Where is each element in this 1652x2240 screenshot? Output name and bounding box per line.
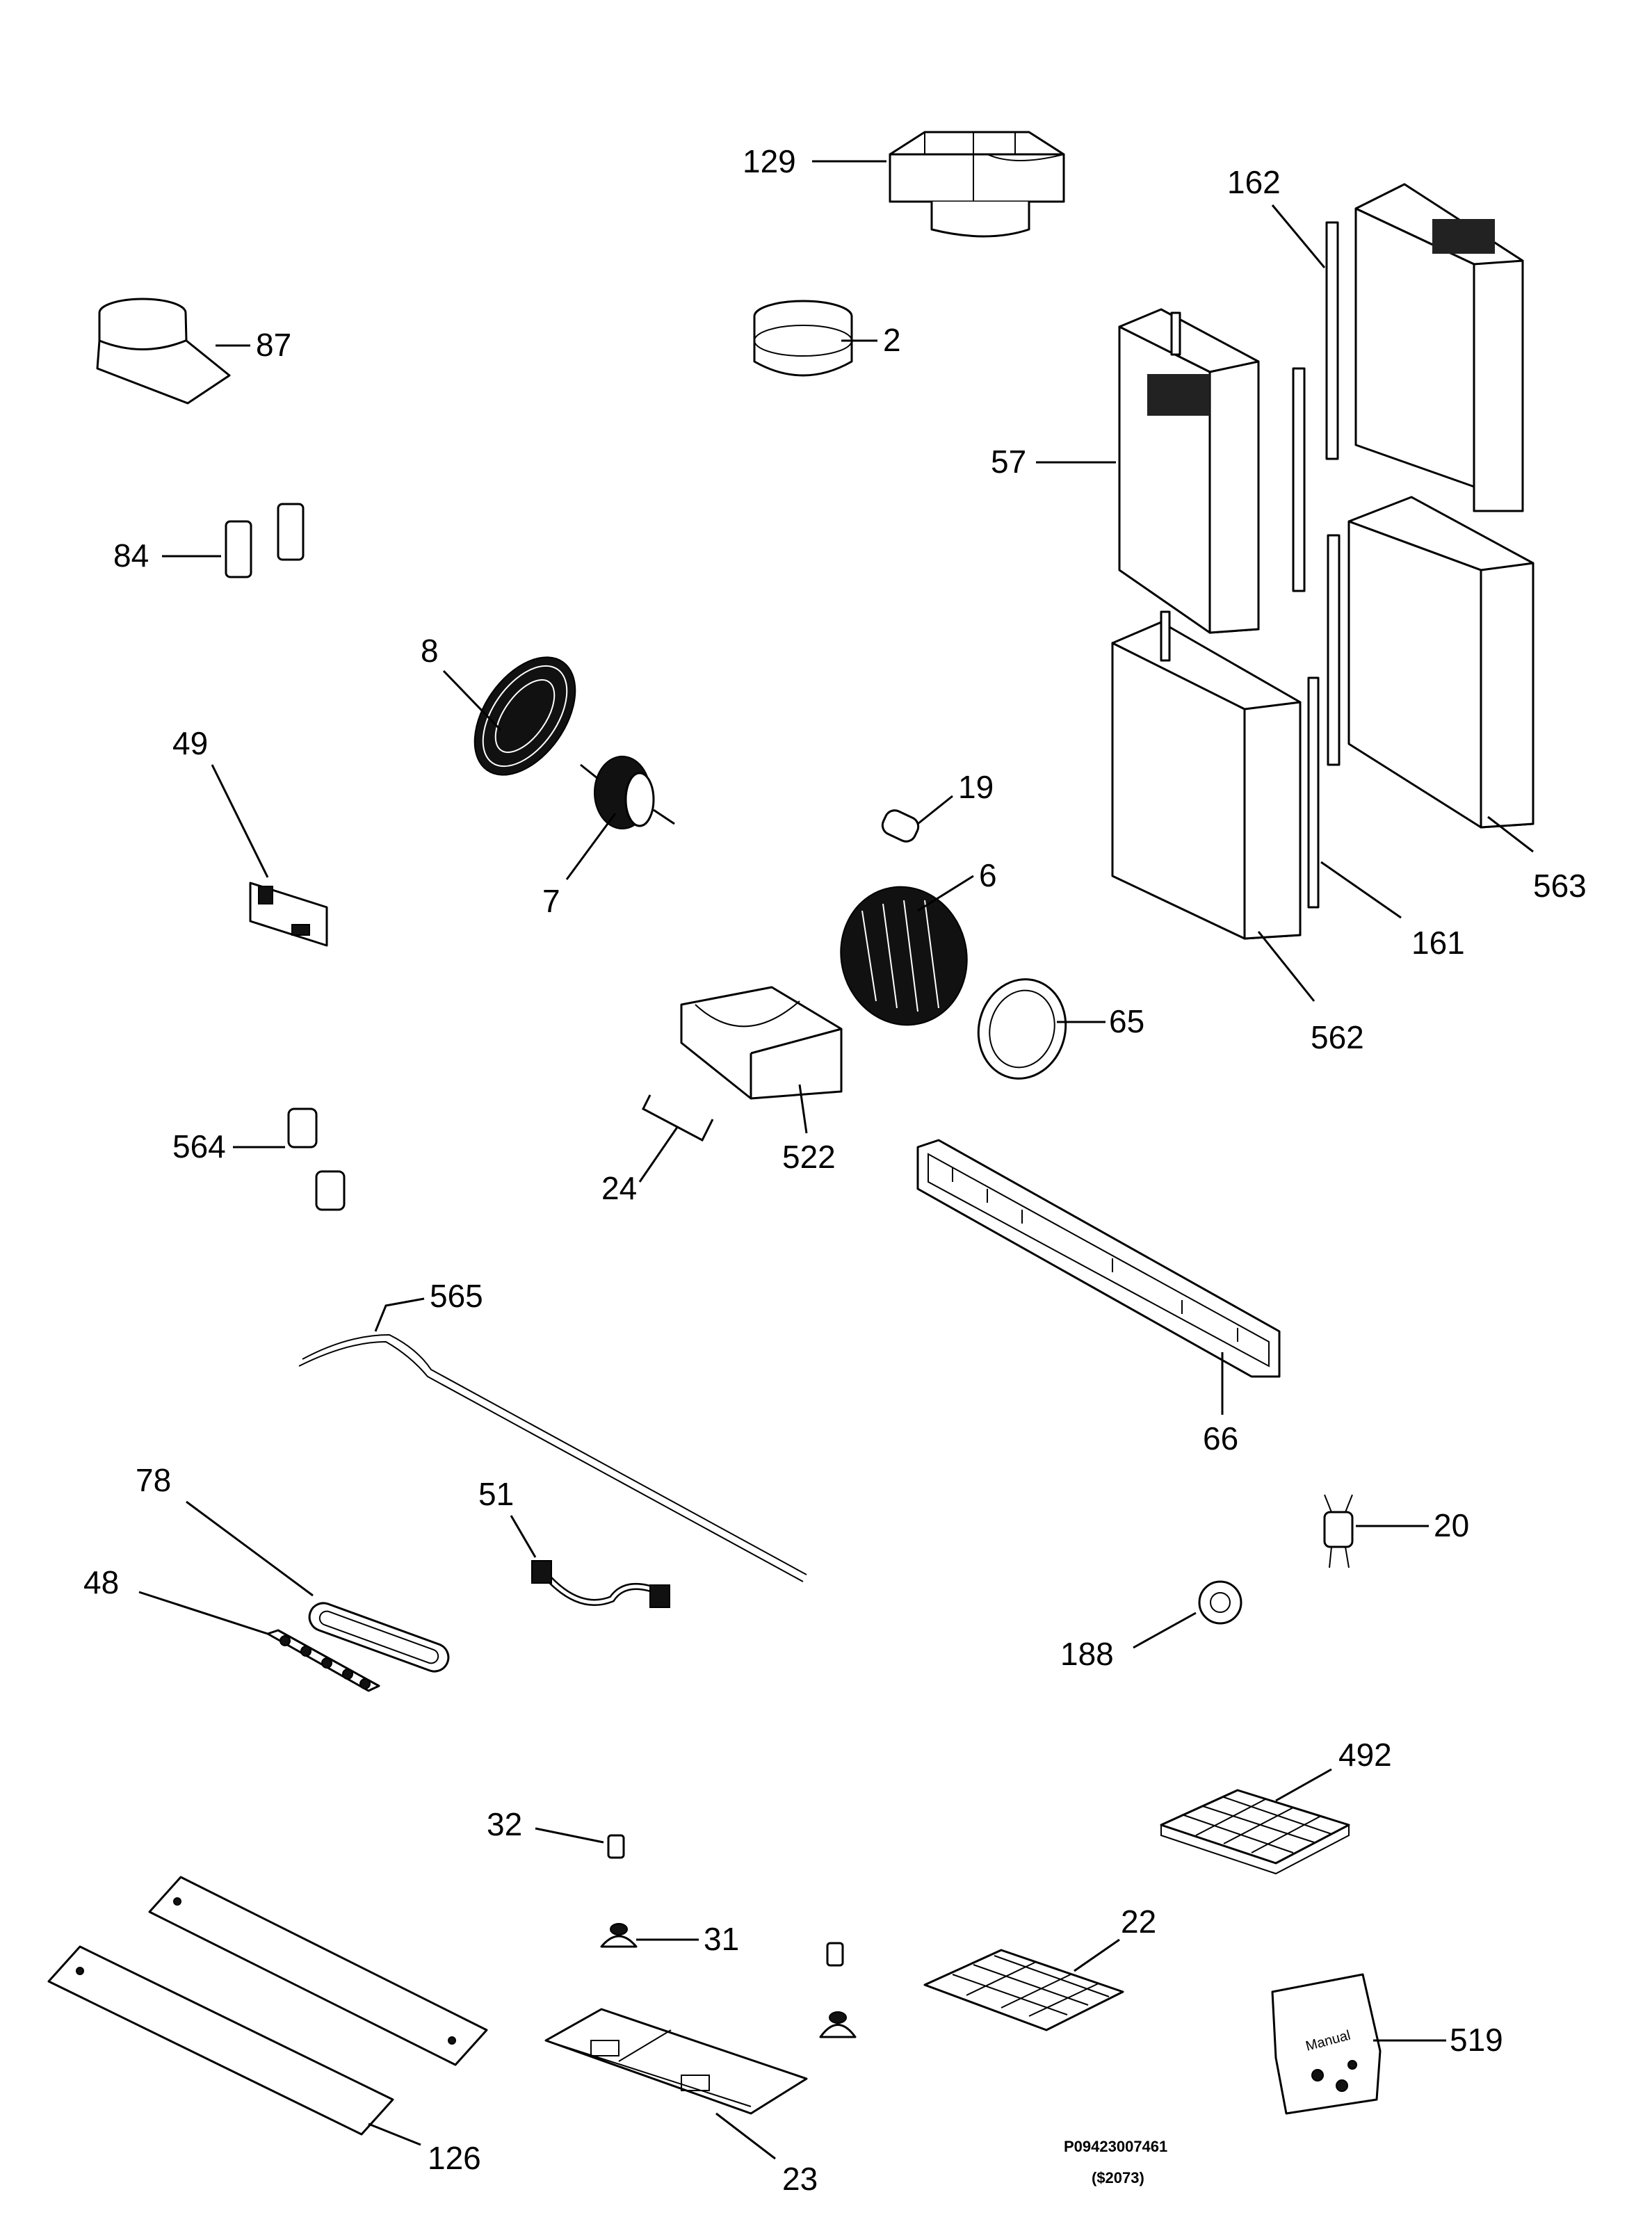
label-126: 126 — [428, 2140, 481, 2176]
label-162: 162 — [1227, 164, 1281, 200]
label-161: 161 — [1411, 925, 1465, 961]
part-126-cover-panels — [47, 1876, 488, 2136]
part-562-chimney-lower-front — [1111, 610, 1302, 940]
part-2-duct-collar — [753, 300, 853, 377]
part-66-front-panel-bar — [916, 1139, 1281, 1378]
part-522-blower-housing — [680, 986, 843, 1100]
leader-6 — [917, 875, 974, 912]
label-519: 519 — [1450, 2022, 1503, 2058]
label-8: 8 — [421, 633, 439, 669]
drawing-code: ($2073) — [1092, 2169, 1144, 2186]
part-65-inlet-ring — [977, 978, 1067, 1080]
drawing-number: P09423007461 — [1064, 2138, 1167, 2155]
leader-23 — [715, 2112, 776, 2160]
part-162-chimney-upper-rear — [1325, 183, 1524, 512]
part-161-trim-strip — [1307, 676, 1320, 909]
label-19: 19 — [958, 769, 994, 805]
label-522: 522 — [782, 1139, 836, 1175]
part-6-blower-wheel — [840, 886, 968, 1026]
leader-49 — [211, 764, 269, 878]
part-7-blower-motor — [580, 756, 675, 829]
label-24: 24 — [601, 1170, 637, 1206]
label-6: 6 — [979, 857, 997, 893]
label-562: 562 — [1311, 1019, 1364, 1055]
label-7: 7 — [542, 883, 560, 919]
label-564: 564 — [172, 1128, 226, 1164]
part-57-chimney-upper-front — [1118, 308, 1306, 634]
label-22: 22 — [1121, 1904, 1156, 1940]
part-23-filter-tray — [544, 2008, 808, 2115]
label-65: 65 — [1109, 1003, 1144, 1039]
part-563-chimney-lower-rear — [1327, 496, 1534, 829]
label-563: 563 — [1533, 868, 1587, 904]
label-129: 129 — [743, 143, 796, 179]
label-2: 2 — [883, 322, 901, 358]
part-51-wire-harness — [531, 1560, 670, 1608]
label-31: 31 — [704, 1921, 739, 1957]
part-129-duct-transition — [889, 131, 1065, 238]
leader-492 — [1275, 1768, 1332, 1802]
part-78-switch-bezel — [308, 1602, 450, 1673]
leader-19 — [917, 795, 953, 825]
part-20-capacitor — [1323, 1494, 1354, 1568]
part-49-control-board — [249, 882, 328, 947]
label-188: 188 — [1060, 1636, 1114, 1672]
part-clip-and-knob-spare — [819, 1942, 857, 2038]
leader-562 — [1257, 931, 1315, 1002]
label-49: 49 — [172, 725, 208, 761]
part-519-hardware-bag: Manual — [1271, 1973, 1382, 2115]
label-565: 565 — [430, 1278, 483, 1314]
leader-522 — [798, 1084, 808, 1134]
leader-24 — [638, 1126, 679, 1183]
part-48-switch-board — [266, 1629, 380, 1692]
leader-126 — [368, 2123, 421, 2146]
label-57: 57 — [991, 444, 1026, 480]
part-87-duct-adapter — [96, 298, 231, 405]
label-48: 48 — [83, 1564, 119, 1600]
label-51: 51 — [478, 1476, 514, 1512]
leader-51 — [510, 1515, 537, 1558]
part-31-knob — [600, 1923, 638, 1948]
label-84: 84 — [113, 537, 149, 574]
part-32-filter-clip — [607, 1834, 625, 1859]
leader-32 — [535, 1827, 604, 1844]
leader-22 — [1074, 1938, 1120, 1972]
leader-161 — [1320, 861, 1402, 919]
part-8-fan-guard — [473, 656, 576, 776]
part-564-connectors — [287, 1107, 346, 1211]
leader-48 — [138, 1591, 268, 1635]
label-20: 20 — [1434, 1507, 1469, 1543]
part-492-filter-grid — [1160, 1789, 1350, 1875]
label-32: 32 — [487, 1806, 522, 1842]
part-188-bushing — [1198, 1580, 1242, 1625]
part-19-capacitor — [881, 809, 920, 843]
part-22-charcoal-filter — [923, 1949, 1124, 2031]
leader-563 — [1487, 815, 1534, 853]
leader-7 — [565, 813, 617, 880]
label-66: 66 — [1203, 1420, 1238, 1456]
leader-8 — [442, 669, 502, 731]
leader-188 — [1133, 1612, 1197, 1649]
label-78: 78 — [136, 1462, 171, 1498]
part-24-wire-bracket — [642, 1094, 714, 1142]
label-23: 23 — [782, 2161, 818, 2197]
label-492: 492 — [1338, 1737, 1392, 1773]
label-87: 87 — [256, 327, 291, 363]
part-565-support-rod — [298, 1333, 807, 1582]
leader-78 — [186, 1500, 314, 1597]
part-84-mounting-clips — [225, 503, 305, 578]
leader-162 — [1271, 204, 1326, 268]
leader-565 — [374, 1297, 425, 1332]
